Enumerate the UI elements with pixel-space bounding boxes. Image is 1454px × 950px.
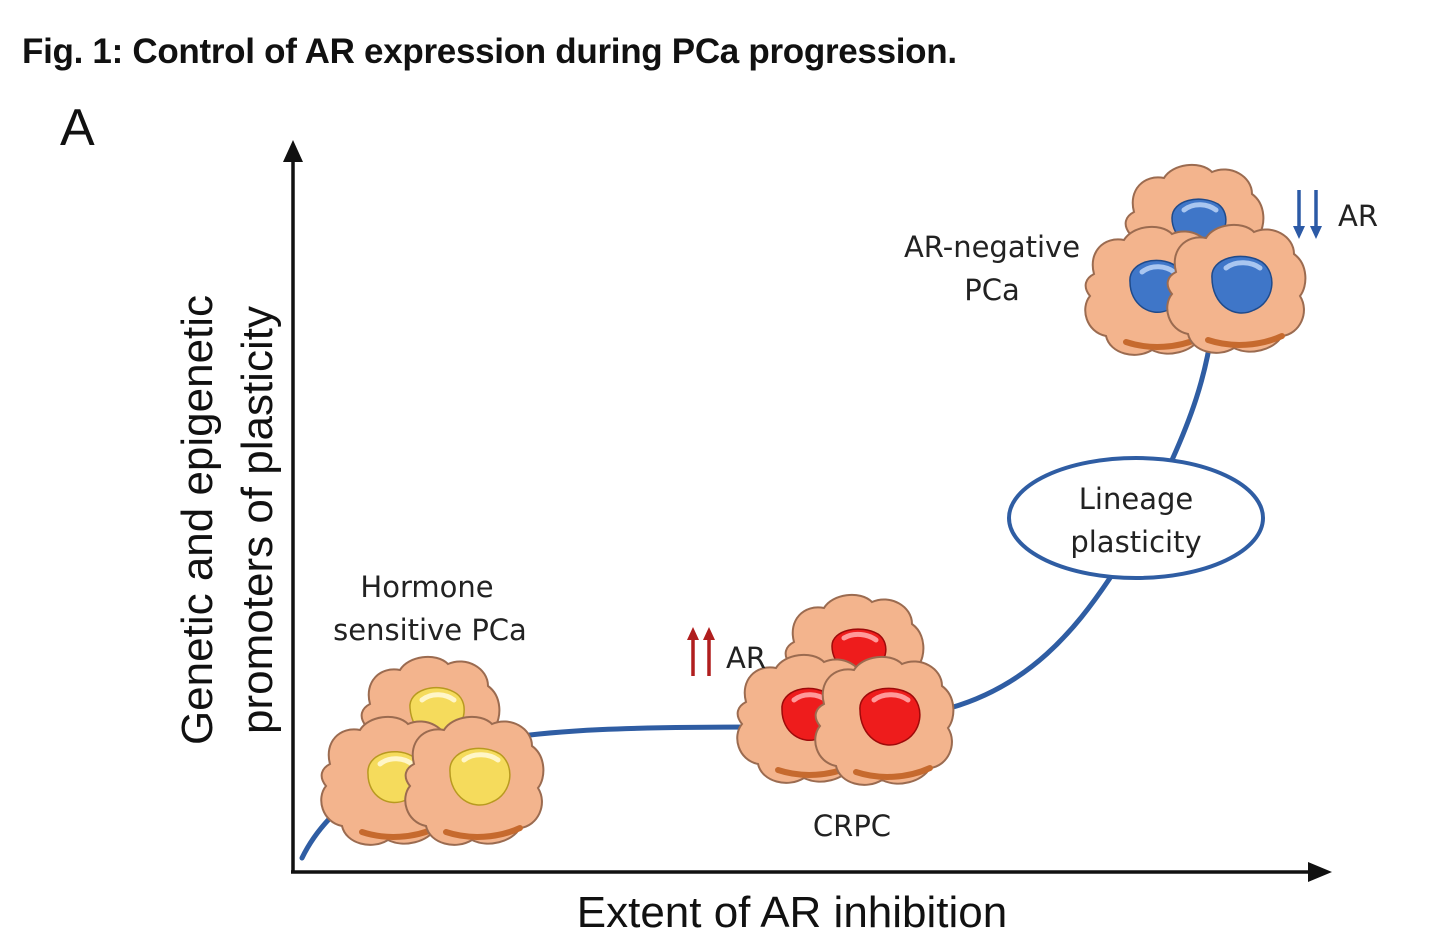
- x-axis: [291, 862, 1332, 882]
- ar-negative-label-line1: AR-negative: [904, 230, 1080, 264]
- y-axis: [283, 140, 303, 872]
- hormone-sensitive-cell-cluster: [321, 657, 543, 845]
- lineage-label-line2: plasticity: [1070, 525, 1201, 559]
- hormone-sensitive-label-line1: Hormone: [360, 570, 493, 604]
- figure-title: Fig. 1: Control of AR expression during …: [22, 32, 957, 71]
- ar-up-arrows-icon: [687, 627, 715, 676]
- y-axis-label-line2: promoters of plasticity: [233, 306, 282, 734]
- ar-negative-ar-label: AR: [1338, 199, 1378, 233]
- ar-negative-cell-cluster: [1085, 165, 1305, 355]
- ar-negative-label-line2: PCa: [964, 273, 1020, 307]
- crpc-ar-label: AR: [726, 641, 766, 675]
- y-axis-label-line1: Genetic and epigenetic: [173, 295, 222, 745]
- lineage-plasticity-ellipse: [1007, 456, 1265, 580]
- crpc-cell-cluster: [737, 595, 953, 785]
- panel-label: A: [60, 99, 95, 157]
- hormone-sensitive-label-line2: sensitive PCa: [333, 613, 527, 647]
- lineage-label-line1: Lineage: [1079, 482, 1193, 516]
- crpc-label: CRPC: [813, 809, 891, 843]
- ar-down-arrows-icon: [1293, 190, 1322, 239]
- x-axis-label: Extent of AR inhibition: [577, 888, 1007, 937]
